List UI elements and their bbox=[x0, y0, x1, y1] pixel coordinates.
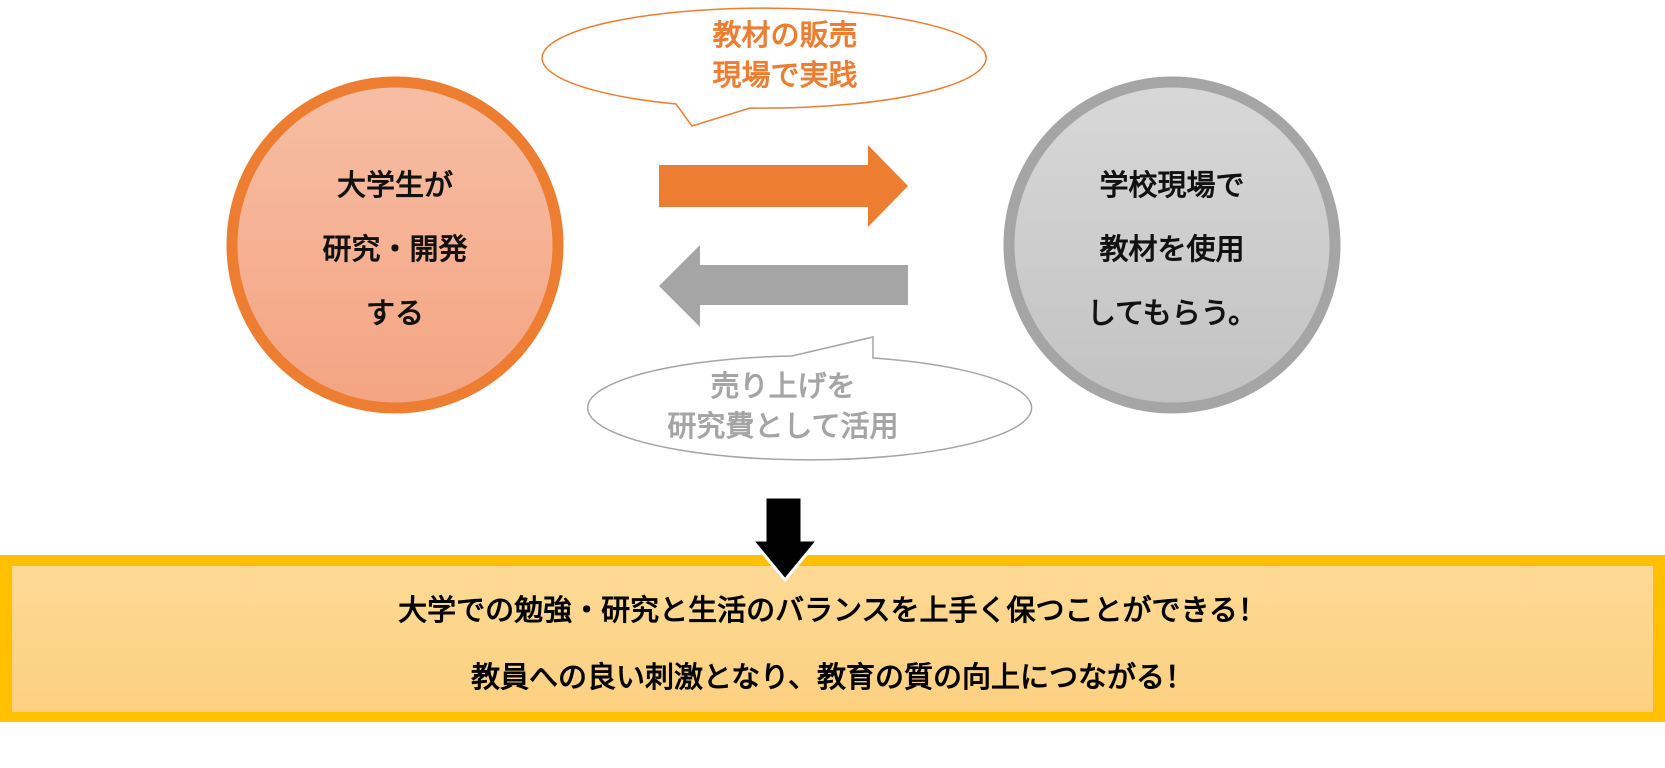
top-speech-bubble bbox=[541, 7, 987, 127]
left-arrow bbox=[659, 245, 908, 327]
left-circle-text: 大学生が 研究・開発 する bbox=[227, 153, 563, 345]
left-circle-line: 研究・開発 bbox=[322, 232, 468, 266]
result-box-text: 大学での勉強・研究と生活のバランスを上手く保つことができる！ 教員への良い刺激と… bbox=[0, 577, 1665, 711]
down-arrow-icon bbox=[748, 495, 822, 583]
right-circle-line: してもらう。 bbox=[1087, 296, 1257, 330]
right-arrow bbox=[659, 145, 908, 227]
left-circle-line: する bbox=[365, 296, 424, 330]
result-line: 大学での勉強・研究と生活のバランスを上手く保つことができる！ bbox=[398, 593, 1267, 627]
top-bubble-line: 現場で実践 bbox=[712, 58, 858, 92]
result-line: 教員への良い刺激となり、教育の質の向上につながる！ bbox=[471, 660, 1194, 694]
top-bubble-line: 教材の販売 bbox=[712, 18, 858, 52]
top-bubble-text: 教材の販売 現場で実践 bbox=[563, 15, 1007, 95]
bottom-bubble-text: 売り上げを 研究費として活用 bbox=[561, 366, 1005, 446]
bottom-speech-bubble bbox=[586, 336, 1033, 461]
right-circle-line: 教材を使用 bbox=[1099, 232, 1245, 266]
left-circle bbox=[226, 76, 564, 414]
right-circle-text: 学校現場で 教材を使用 してもらう。 bbox=[1004, 153, 1340, 345]
result-box bbox=[12, 566, 1653, 712]
right-circle-line: 学校現場で bbox=[1099, 168, 1245, 202]
bottom-bubble-line: 売り上げを bbox=[710, 369, 856, 403]
bottom-bubble-line: 研究費として活用 bbox=[667, 409, 899, 443]
right-circle bbox=[1003, 76, 1341, 414]
left-circle-line: 大学生が bbox=[336, 168, 453, 202]
